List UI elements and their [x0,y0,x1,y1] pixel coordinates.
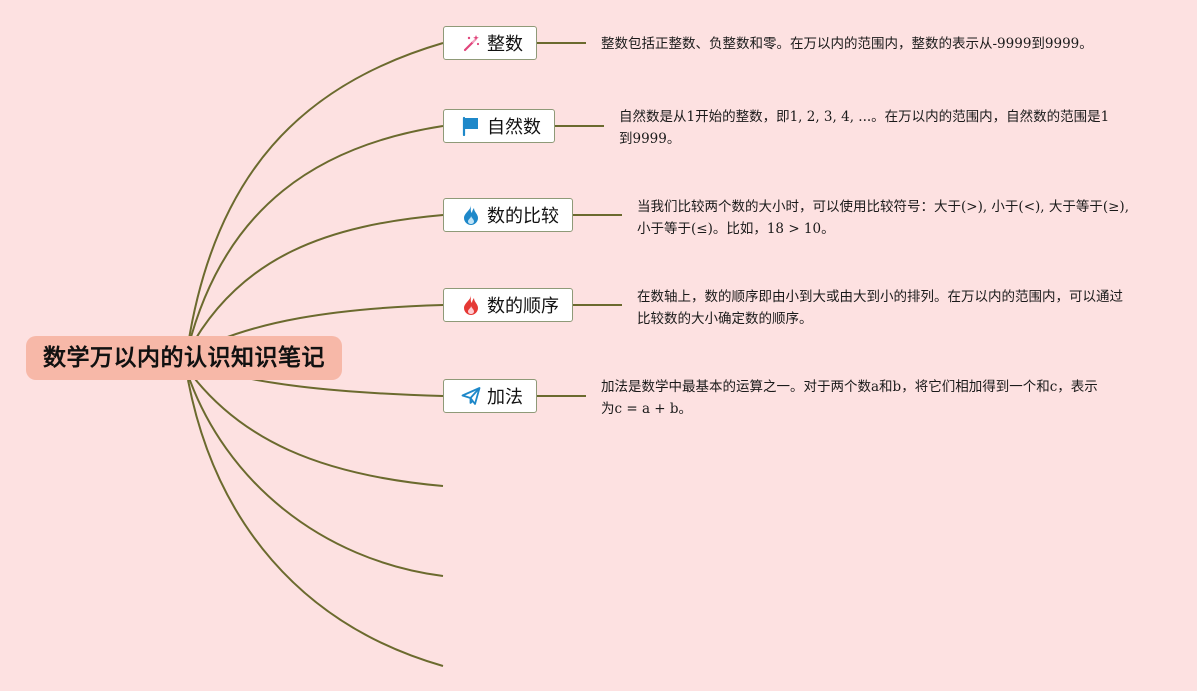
flag-icon [460,115,482,137]
root-topic[interactable]: 数学万以内的认识知识笔记 [26,336,342,380]
droplet-flame-icon [460,204,482,226]
topic-node-natural-number[interactable]: 自然数 [443,109,555,143]
branch-line-2 [187,125,444,349]
topic-label: 自然数 [487,117,541,138]
topic-node-addition[interactable]: 加法 [443,379,537,413]
topic-node-integer[interactable]: 整数 [443,26,537,60]
branch-line-6 [187,369,444,487]
branch-line-8 [187,379,444,667]
topic-label: 数的顺序 [487,296,559,317]
magic-wand-icon [460,32,482,54]
topic-note-addition: 加法是数学中最基本的运算之一。对于两个数a和b，将它们相加得到一个和c，表示为c… [601,379,1098,417]
topic-label: 加法 [487,387,523,408]
topic-node-number-order[interactable]: 数的顺序 [443,288,573,322]
topic-label: 整数 [487,34,523,55]
topic-note-natural-number: 自然数是从1开始的整数，即1, 2, 3, 4, ...。在万以内的范围内，自然… [619,109,1110,147]
branch-line-3 [187,214,444,353]
branch-line-1 [187,42,444,346]
topic-label: 数的比较 [487,206,559,227]
topic-note-integer: 整数包括正整数、负整数和零。在万以内的范围内，整数的表示从-9999到9999。 [601,36,1093,52]
paper-plane-icon [460,385,482,407]
branch-line-7 [187,374,444,577]
topic-note-number-order: 在数轴上，数的顺序即由小到大或由大到小的排列。在万以内的范围内，可以通过比较数的… [637,289,1123,327]
fire-icon [460,294,482,316]
topic-note-number-comparison: 当我们比较两个数的大小时，可以使用比较符号：大于(>), 小于(<), 大于等于… [637,199,1129,237]
topic-node-number-comparison[interactable]: 数的比较 [443,198,573,232]
